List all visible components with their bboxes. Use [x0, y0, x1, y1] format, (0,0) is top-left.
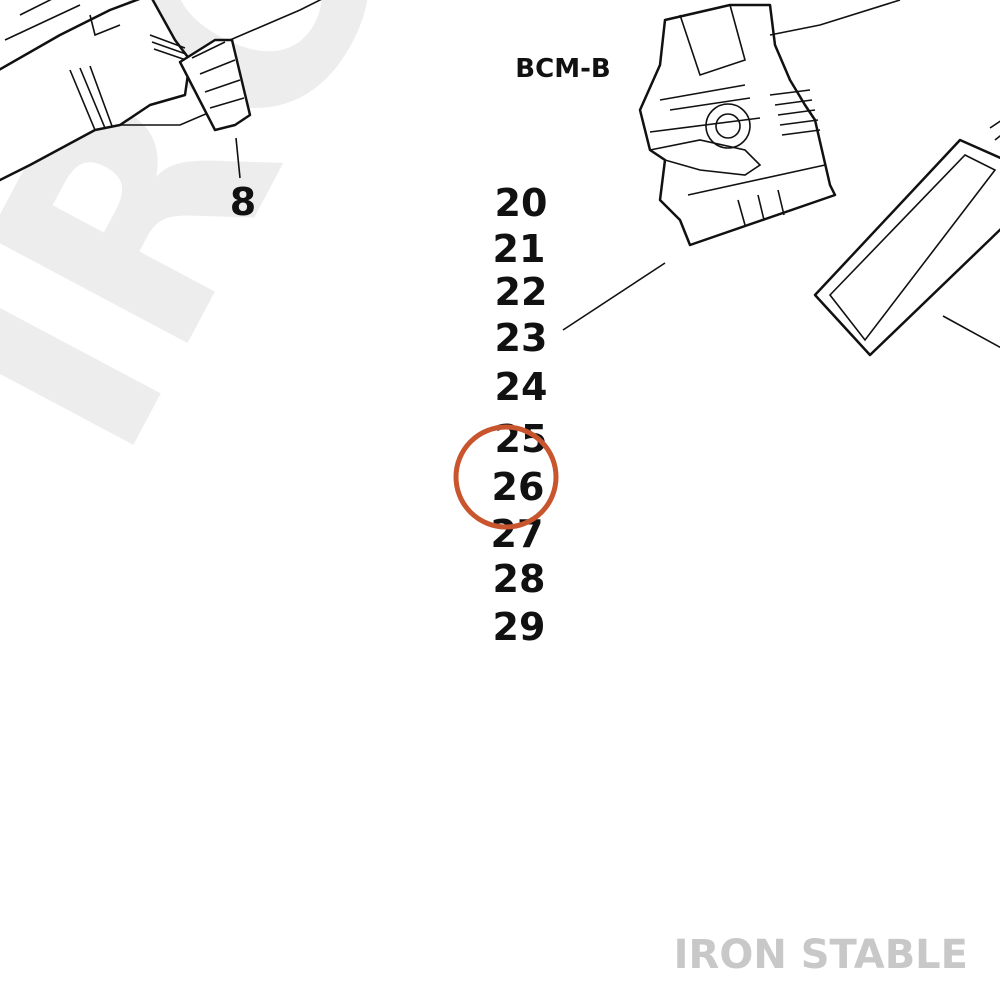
callout-22: 22 [495, 270, 548, 314]
trigger-group-part [562, 0, 901, 331]
callout-21: 21 [493, 227, 546, 271]
highlight-circle [453, 424, 559, 530]
callout-20: 20 [495, 181, 548, 225]
magazine-part [813, 120, 1000, 357]
callout-8: 8 [230, 180, 256, 224]
callout-29: 29 [493, 605, 546, 649]
callout-28: 28 [493, 557, 546, 601]
callout-23: 23 [495, 316, 548, 360]
group-label-bcm-b: BCM-B [515, 54, 610, 84]
callout-26: 26 [492, 465, 545, 509]
brand-mark: IRON STABLE [674, 932, 968, 978]
callout-24: 24 [495, 365, 548, 409]
buffer-tube-part [0, 0, 322, 182]
